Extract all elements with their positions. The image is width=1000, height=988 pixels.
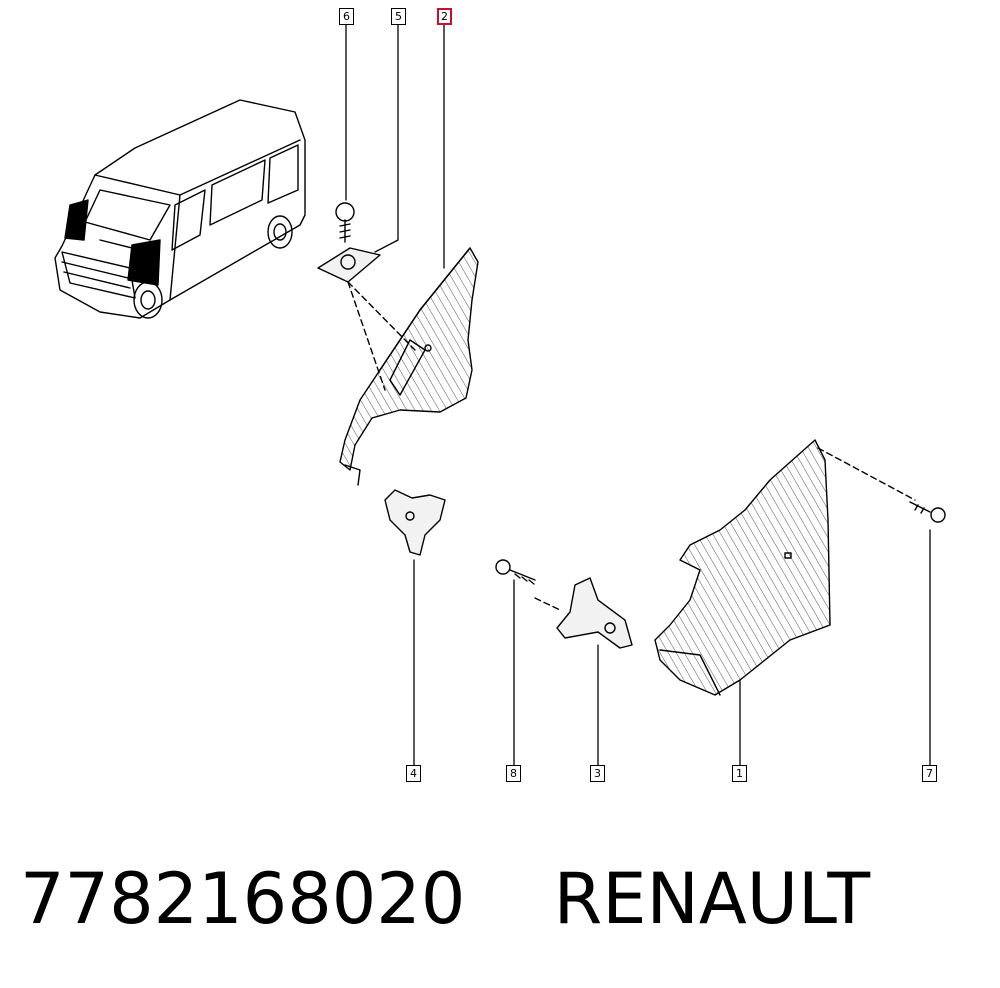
callout-7: 7 bbox=[922, 765, 937, 782]
callout-8: 8 bbox=[506, 765, 521, 782]
bracket-part-3 bbox=[556, 577, 633, 649]
assembly-dashed-lines bbox=[347, 281, 916, 611]
van-illustration bbox=[54, 99, 306, 319]
brand-name: RENAULT bbox=[553, 858, 871, 940]
upper-liner-part bbox=[339, 247, 479, 486]
callout-1: 1 bbox=[732, 765, 747, 782]
leader-lines bbox=[345, 23, 931, 769]
part-caption: 7782168020 RENAULT bbox=[20, 858, 870, 940]
bolt-part-8 bbox=[495, 559, 536, 585]
callout-5: 5 bbox=[391, 8, 406, 25]
fender-part bbox=[654, 439, 831, 696]
screw-part-7 bbox=[909, 501, 946, 523]
bracket-part-4 bbox=[384, 489, 446, 556]
part-number: 7782168020 bbox=[20, 858, 466, 940]
callout-6: 6 bbox=[339, 8, 354, 25]
callout-2-highlighted: 2 bbox=[437, 8, 452, 25]
fastener-parts-5-6 bbox=[317, 202, 381, 283]
callout-4: 4 bbox=[406, 765, 421, 782]
callout-3: 3 bbox=[590, 765, 605, 782]
